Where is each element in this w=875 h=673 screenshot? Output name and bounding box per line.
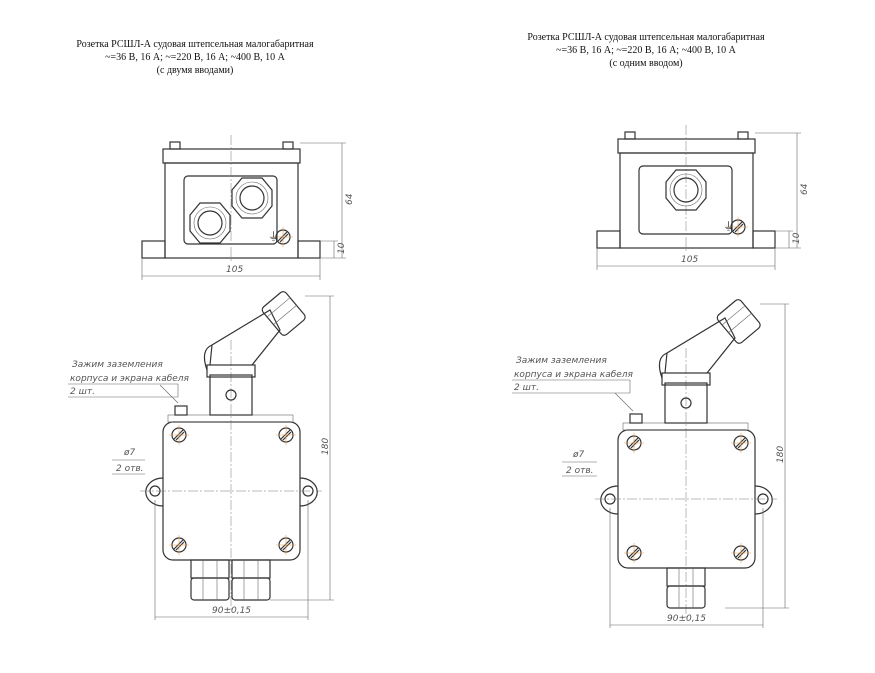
dim-height: 64	[800, 183, 810, 195]
dim-hole-spacing: 90±0,15	[212, 606, 251, 616]
note-ground-3: 2 шт.	[514, 383, 539, 393]
note-hole-2: 2 отв.	[116, 464, 144, 474]
dim-hole-spacing: 90±0,15	[667, 614, 706, 624]
cable-gland-nut	[189, 202, 231, 244]
dim-total: 180	[321, 438, 331, 455]
dim-total: 180	[776, 446, 786, 463]
dim-foot: 10	[337, 242, 347, 254]
note-hole-1: ø7	[123, 448, 136, 458]
note-ground-1: Зажим заземления	[516, 356, 607, 366]
plan-view	[140, 290, 334, 620]
note-ground-2: корпуса и экрана кабеля	[514, 370, 634, 380]
note-hole-2: 2 отв.	[566, 466, 594, 476]
plan-view	[595, 298, 789, 628]
note-ground-1: Зажим заземления	[72, 360, 163, 370]
variant-one-input: Розетка РСШЛ-А судовая штепсельная малог…	[512, 32, 810, 628]
title-line-3: (с одним вводом)	[609, 58, 682, 69]
front-view	[597, 125, 801, 270]
cable-gland-nut	[231, 177, 273, 219]
title-line-3: (с двумя вводами)	[157, 65, 234, 76]
dim-foot: 10	[792, 232, 802, 244]
dim-height: 64	[345, 193, 355, 205]
dim-width: 105	[226, 265, 243, 275]
variant-two-inputs: Розетка РСШЛ-А судовая штепсельная малог…	[68, 39, 355, 620]
title-line-2: ~=36 В, 16 А; ~=220 В, 16 А; ~400 В, 10 …	[556, 45, 737, 56]
title-line-1: Розетка РСШЛ-А судовая штепсельная малог…	[76, 39, 314, 50]
note-hole-1: ø7	[572, 450, 585, 460]
note-ground-2: корпуса и экрана кабеля	[70, 374, 190, 384]
title-line-2: ~=36 В, 16 А; ~=220 В, 16 А; ~400 В, 10 …	[105, 52, 286, 63]
note-ground-3: 2 шт.	[70, 387, 95, 397]
title-line-1: Розетка РСШЛ-А судовая штепсельная малог…	[527, 32, 765, 43]
dim-width: 105	[681, 255, 698, 265]
